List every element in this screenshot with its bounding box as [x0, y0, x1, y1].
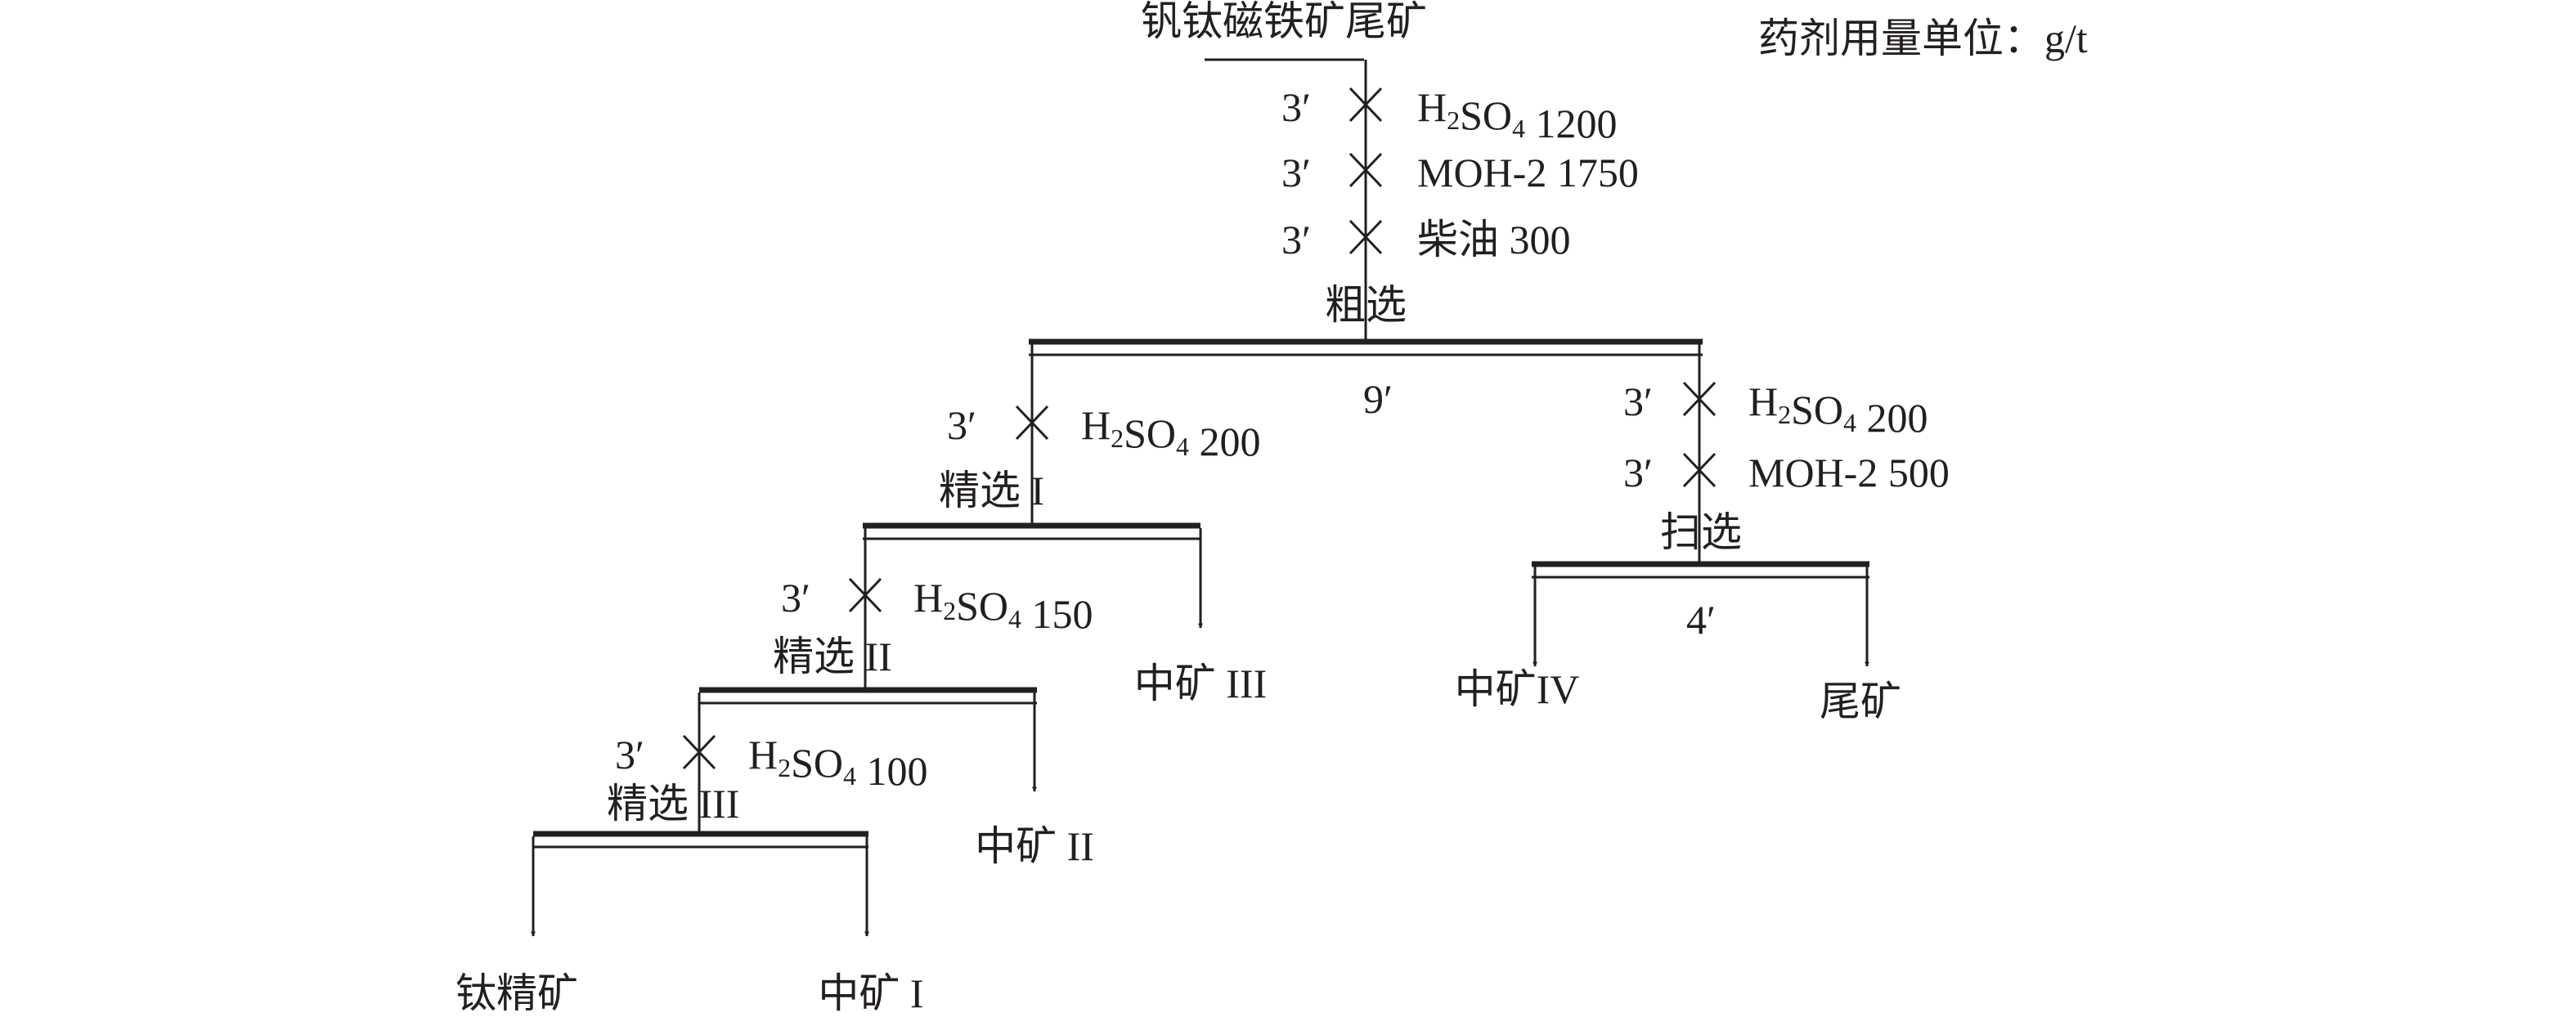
reagent-time: 3′ [1281, 150, 1311, 195]
rougher-cell [1029, 338, 1703, 356]
reagent-text: H2SO4 1200 [1417, 84, 1618, 146]
feed-label: 钒钛磁铁矿尾矿 [1141, 0, 1427, 44]
middling1-label: 中矿 I [818, 970, 923, 1016]
reagent-time: 3′ [781, 575, 810, 621]
reagent-x-mark [1349, 152, 1383, 188]
reagent-time: 3′ [1281, 217, 1311, 262]
concentrate-label: 钛精矿 [456, 970, 578, 1016]
cleaner3-label: 精选 III [607, 781, 739, 827]
cleaner3-reagent-1: 3′ H2SO4 100 [615, 732, 928, 794]
rougher-label: 粗选 [1325, 282, 1407, 328]
reagent-text: H2SO4 100 [748, 732, 928, 794]
reagent-time: 3′ [1623, 450, 1653, 495]
reagent-text: MOH-2 500 [1748, 450, 1950, 495]
unit-note: 药剂用量单位：g/t [1758, 16, 2088, 61]
rougher-time: 9′ [1363, 376, 1393, 422]
rougher-reagent-3: 3′ 柴油 300 [1281, 217, 1571, 262]
middling3-label: 中矿 III [1134, 661, 1267, 706]
cleaner1-reagent-1: 3′ H2SO4 200 [947, 402, 1261, 464]
scavenger-time: 4′ [1686, 597, 1716, 643]
cleaner2-label: 精选 II [773, 634, 892, 679]
scavenger-label: 扫选 [1660, 509, 1742, 555]
reagent-x-mark [848, 577, 882, 613]
rougher-reagent-1: 3′ H2SO4 1200 [1281, 84, 1618, 146]
reagent-text: MOH-2 1750 [1417, 150, 1639, 195]
cleaner3-cell [533, 831, 868, 849]
reagent-time: 3′ [1623, 379, 1653, 424]
reagent-x-mark [1349, 87, 1383, 123]
reagent-text: H2SO4 150 [913, 575, 1093, 637]
tailings-label: 尾矿 [1820, 679, 1901, 724]
scavenger-reagent-1: 3′ H2SO4 200 [1623, 379, 1928, 441]
reagent-x-mark [1015, 405, 1049, 441]
cleaner2-reagent-1: 3′ H2SO4 150 [781, 575, 1093, 637]
reagent-x-mark [1349, 219, 1383, 255]
cleaner1-cell [863, 522, 1200, 540]
middling2-label: 中矿 II [975, 823, 1094, 869]
cleaner2-cell [699, 687, 1037, 705]
reagent-x-mark [1682, 452, 1717, 488]
reagent-x-mark [1682, 381, 1717, 417]
cleaner1-label: 精选 I [939, 468, 1044, 513]
middling4-label: 中矿IV [1455, 666, 1580, 712]
reagent-time: 3′ [615, 732, 644, 777]
rougher-reagent-2: 3′ MOH-2 1750 [1281, 150, 1639, 195]
reagent-time: 3′ [947, 402, 976, 448]
reagent-x-mark [682, 734, 716, 770]
reagent-text: H2SO4 200 [1081, 402, 1261, 464]
reagent-time: 3′ [1281, 84, 1311, 130]
reagent-text: H2SO4 200 [1748, 379, 1928, 441]
reagent-text: 柴油 300 [1417, 217, 1571, 262]
scavenger-reagent-2: 3′ MOH-2 500 [1623, 450, 1950, 495]
scavenger-cell [1532, 561, 1869, 579]
